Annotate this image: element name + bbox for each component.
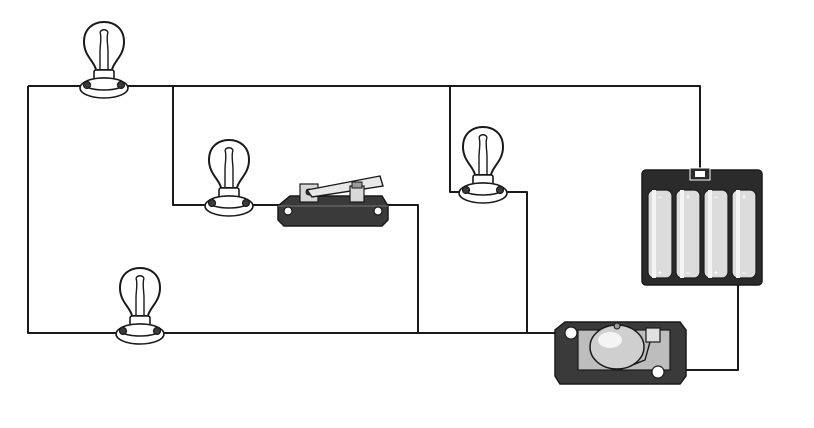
bulb-bottom-left [115,266,165,345]
wire-top-right [123,85,701,170]
wire-rightbulb-to-bottom [500,191,528,333]
wire-branch-left [172,86,210,206]
bulb-middle-left [204,138,254,217]
cell-3-plus-label: + [713,268,718,278]
cell-1-minus-label: − [657,192,662,202]
bulb-top-left [79,20,129,99]
cell-2-minus-label: − [685,268,690,278]
bulb-middle-right [458,125,508,204]
battery-pack: − + + − − + + − [641,167,763,286]
battery-cell-3: − + [703,189,729,279]
electric-bell [554,321,687,385]
wire-switch-to-bottom [384,204,419,333]
cell-2-plus-label: + [685,192,690,202]
cell-3-minus-label: − [713,192,718,202]
cell-4-plus-label: + [741,192,746,202]
cell-1-plus-label: + [657,268,662,278]
wire-battery-to-bell [667,285,739,371]
wire-left-vertical [27,86,120,334]
battery-cell-2: + − [675,189,701,279]
battery-cell-1: − + [647,189,673,279]
knife-switch [277,175,389,227]
battery-cell-4: + − [731,189,757,279]
cell-4-minus-label: − [741,268,746,278]
wire-branch-right [449,86,462,193]
